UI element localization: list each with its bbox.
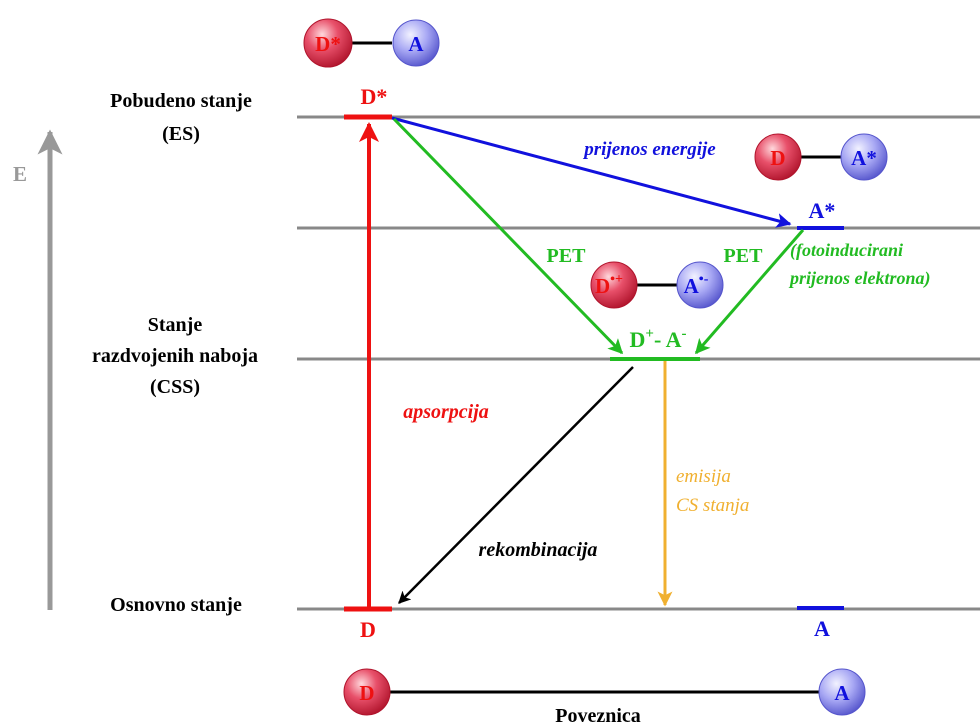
pet-note-line1: (fotoinducirani (790, 240, 903, 261)
css-label-a: A (666, 327, 682, 352)
acceptor-sphere (676, 261, 724, 309)
recombination-arrow (398, 366, 634, 604)
emission-label-line2: CS stanja (676, 495, 749, 516)
molecule-charge-separated: D•+ A•- (590, 261, 724, 309)
pet-right-label: PET (724, 245, 764, 267)
molecule-linked: D A (343, 668, 866, 716)
energy-transfer-label: prijenos energije (582, 139, 716, 160)
acceptor-charge: •- (699, 272, 709, 287)
state-label-css-line2: razdvojenih naboja (92, 345, 258, 367)
linker-label: Poveznica (555, 705, 641, 724)
state-label-css-line1: Stanje (148, 314, 203, 336)
donor-label: D (359, 681, 374, 705)
state-label-css-line3: (CSS) (150, 376, 200, 398)
energy-transfer-arrow (391, 116, 792, 228)
molecule-donor-excited: D* A (303, 18, 440, 68)
pet-note-line2: prijenos elektrona) (788, 268, 931, 289)
acceptor-label: A* (851, 146, 877, 170)
donor-label: D (770, 146, 785, 170)
state-label-es-line1: Pobudeno stanje (110, 90, 252, 112)
donor-label: D* (315, 32, 341, 56)
acceptor-radical-anion-label: A•- (684, 272, 709, 298)
energy-axis-label: E (13, 162, 27, 186)
donor-sphere (590, 261, 638, 309)
pet-left-label: PET (547, 245, 587, 267)
state-label-gs: Osnovno stanje (110, 594, 242, 616)
donor-sphere (303, 18, 353, 68)
acceptor-label: A (834, 681, 850, 705)
donor-charge: •+ (610, 272, 623, 287)
acceptor-label: A (408, 32, 424, 56)
donor-label: D (595, 274, 610, 298)
css-label-d-charge: + (645, 326, 654, 342)
level-label-css: D+- A- (630, 326, 687, 352)
molecule-acceptor-excited: D A* (754, 133, 888, 181)
acceptor-sphere (818, 668, 866, 716)
level-label-d-star: D* (361, 84, 388, 109)
acceptor-sphere (840, 133, 888, 181)
donor-radical-cation-label: D•+ (595, 272, 623, 298)
donor-sphere (343, 668, 391, 716)
level-label-d: D (360, 617, 376, 642)
css-label-a-charge: - (681, 326, 686, 342)
css-label-d: D (630, 327, 646, 352)
state-label-es-line2: (ES) (162, 123, 200, 145)
level-label-a-star: A* (809, 198, 836, 223)
acceptor-label: A (684, 274, 700, 298)
absorption-label: apsorpcija (403, 401, 489, 423)
donor-sphere (754, 133, 802, 181)
emission-label-line1: emisija (676, 466, 731, 487)
level-label-a: A (814, 616, 830, 641)
recombination-label: rekombinacija (479, 539, 598, 561)
css-label-separator: - (654, 327, 666, 352)
pet-left-arrow (392, 117, 624, 355)
acceptor-sphere (392, 19, 440, 67)
pet-right-arrow (694, 229, 805, 355)
